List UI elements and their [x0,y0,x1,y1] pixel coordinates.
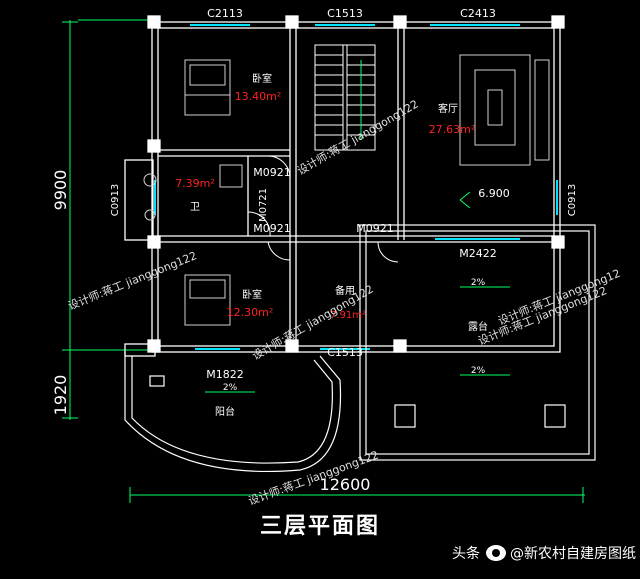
source-badge: 头条 @新农村自建房图纸 [452,540,636,566]
door-label-3: M0921 [253,222,291,235]
room-terrace-name: 露台 [468,320,488,333]
room-bedroom2-area: 12.30m² [227,306,274,319]
balcony-terrace [124,224,596,473]
door-label-1: M0921 [253,166,291,179]
window-top-right: C2413 [460,7,496,20]
door-label-4: M0921 [356,222,394,235]
badge-prefix: 头条 [452,546,480,562]
windows [154,24,558,350]
slope-label-3: 2% [223,383,238,393]
watermark-1: 设计师:蒋工 jianggong122 [295,98,421,178]
dimension-lines [62,19,585,503]
window-right: C0913 [567,184,578,216]
furniture [143,54,550,326]
watermarks: 设计师:蒋工 jianggong122 设计师:蒋工 jianggong122 … [66,98,622,508]
door-label-balcony-left: M1822 [206,368,244,381]
room-living-name: 客厅 [438,102,458,115]
room-spare-area: 7.91m² [330,310,366,321]
staircase [314,44,376,151]
room-spare-name: 备用 [335,284,355,297]
elevation-label: 6.900 [478,187,510,200]
room-bath-name: 卫 [190,202,200,213]
room-balcony-name: 阳台 [215,405,235,418]
window-top-left: C2113 [207,7,243,20]
door-label-2: M0721 [258,188,269,222]
dim-upper-height: 9900 [51,170,70,211]
room-bedroom2-name: 卧室 [242,288,262,301]
door-swings [247,155,399,263]
window-left: C0913 [110,184,121,216]
door-label-balcony: M2422 [459,247,497,260]
window-bottom-center: C1513 [327,346,363,359]
room-bedroom1-name: 卧室 [252,72,272,85]
slope-label-1: 2% [471,278,486,288]
room-bath-area: 7.39m² [175,177,215,190]
badge-name: @新农村自建房图纸 [510,546,636,562]
slope-label-2: 2% [471,366,486,376]
dim-total-width: 12600 [320,475,371,494]
room-bedroom1-area: 13.40m² [235,90,282,103]
camera-icon [486,545,506,561]
dim-lower-height: 1920 [51,375,70,416]
slope-arrows [205,191,510,393]
window-top-center: C1513 [327,7,363,20]
watermark-2: 设计师:蒋工 jianggong122 [66,249,199,313]
page-title: 三层平面图 [259,514,380,539]
room-living-area: 27.63m² [429,123,476,136]
